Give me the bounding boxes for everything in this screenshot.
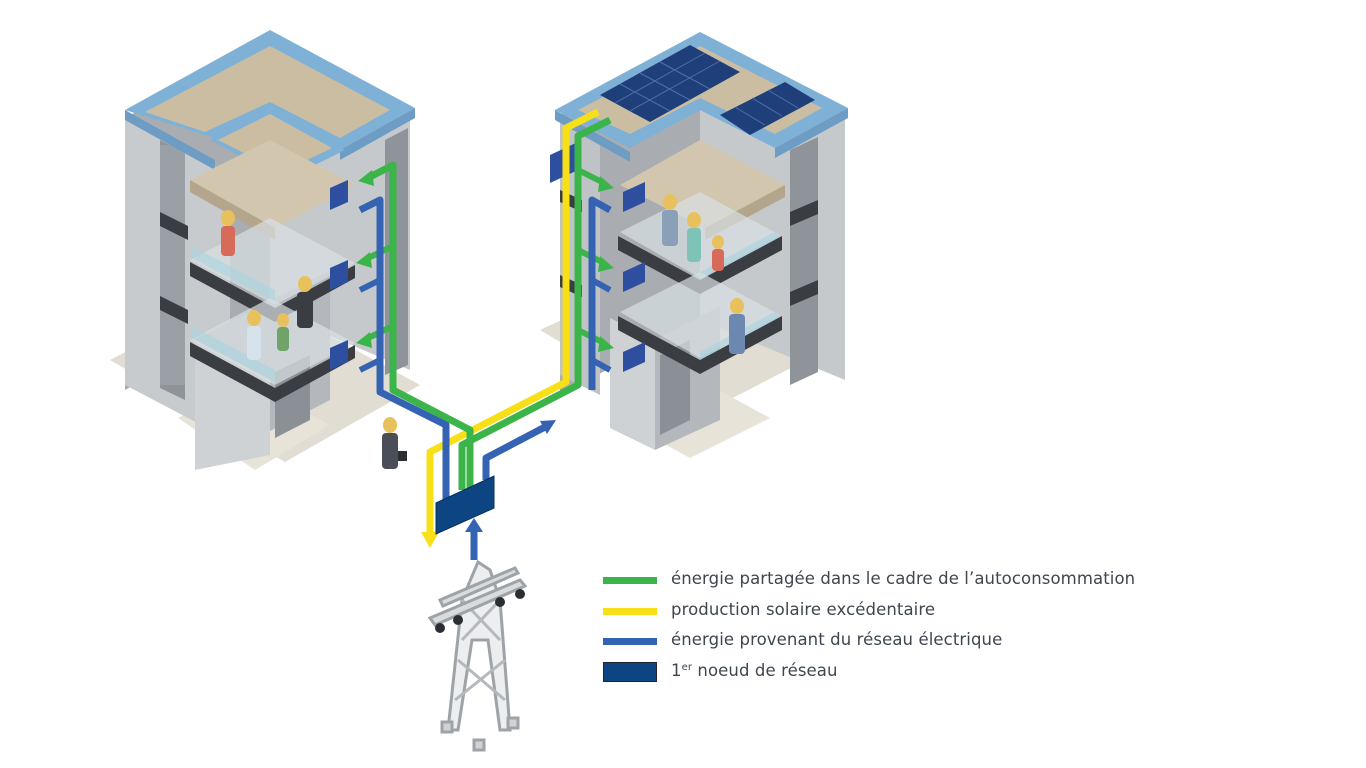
legend-label: production solaire excédentaire xyxy=(671,599,936,619)
balcony-level-1 xyxy=(190,298,355,402)
person-icon xyxy=(277,313,289,351)
person-icon xyxy=(221,210,235,256)
left-building xyxy=(110,30,420,470)
solar-panels xyxy=(600,45,815,135)
shared-energy-flow-right xyxy=(458,116,612,490)
balcony-level-3 xyxy=(190,140,355,240)
grid-energy-flow-right xyxy=(482,423,547,480)
energy-flows xyxy=(356,108,614,560)
person-icon xyxy=(382,417,407,469)
legend-node-ordinal: er xyxy=(681,661,693,673)
legend-swatch-blue xyxy=(603,638,657,645)
legend-node-text: noeud de réseau xyxy=(692,660,838,680)
legend-node-number: 1 xyxy=(671,660,682,680)
legend-label: énergie partagée dans le cadre de l’auto… xyxy=(671,569,1136,588)
person-icon xyxy=(662,194,678,246)
shared-energy-flow-left xyxy=(368,161,474,490)
legend-swatch-yellow xyxy=(603,607,657,615)
electric-meter-icon xyxy=(330,180,348,370)
person-icon xyxy=(297,276,313,328)
network-node xyxy=(435,475,495,535)
person-icon xyxy=(247,310,261,360)
power-pylon xyxy=(427,559,528,752)
legend-swatch-green xyxy=(603,577,657,584)
legend-swatch-node xyxy=(603,661,657,682)
legend-label: énergie provenant du réseau électrique xyxy=(671,630,1003,649)
person-icon xyxy=(687,212,701,262)
grid-energy-flow-left xyxy=(358,196,450,500)
legend-label: 1er noeud de réseau xyxy=(671,661,838,680)
right-building xyxy=(540,32,848,458)
person-icon xyxy=(712,235,724,271)
solar-surplus-flow xyxy=(426,108,600,535)
person-icon xyxy=(729,298,745,354)
